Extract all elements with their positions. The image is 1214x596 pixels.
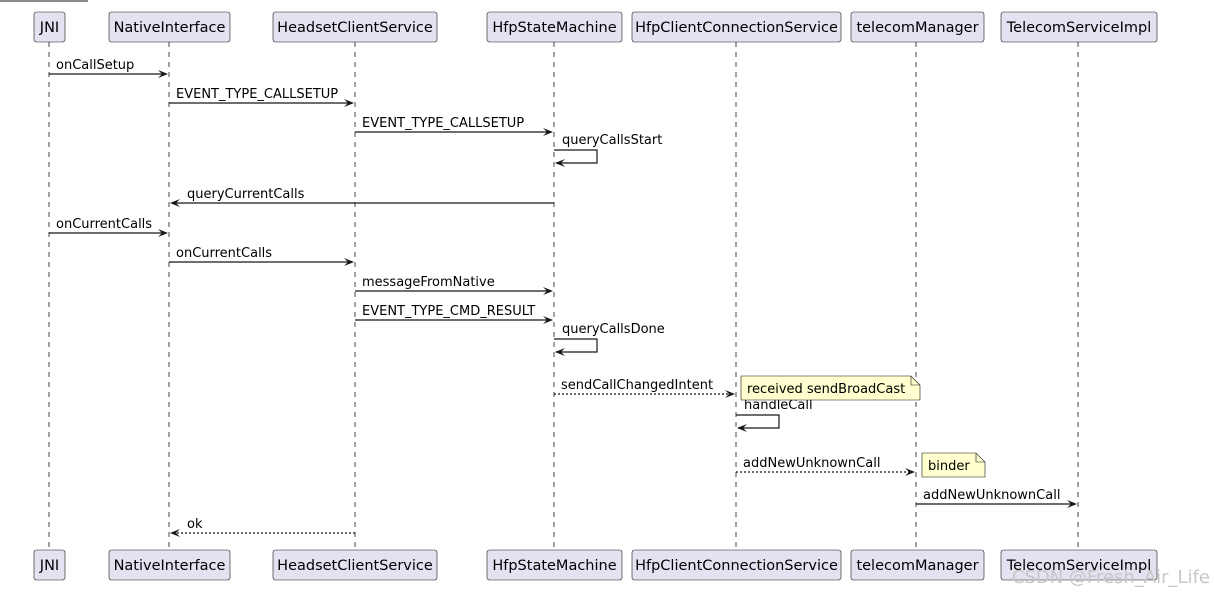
arrowhead-10 [725, 390, 735, 398]
participant-box-headset-bottom [272, 549, 438, 581]
message-7: messageFromNative [355, 275, 553, 295]
note-fold-0 [910, 376, 920, 386]
participant-box-jni-top [33, 11, 66, 43]
message-label-1: EVENT_TYPE_CALLSETUP [176, 87, 338, 102]
arrowhead-7 [543, 287, 553, 295]
arrowhead-3 [555, 159, 565, 167]
participant-label-conn-top: HfpClientConnectionService [635, 20, 838, 36]
message-label-9: queryCallsDone [562, 322, 665, 337]
message-6: onCurrentCalls [169, 246, 354, 266]
note-box-0 [740, 375, 921, 401]
participant-box-telecom-top [850, 11, 985, 43]
participant-box-impl-bottom [1000, 549, 1158, 581]
message-label-5: onCurrentCalls [56, 217, 152, 232]
message-label-10: sendCallChangedIntent [561, 378, 713, 393]
arrowhead-0 [158, 70, 168, 78]
message-2: EVENT_TYPE_CALLSETUP [355, 116, 553, 136]
message-11: handleCall [736, 398, 813, 432]
participant-label-native-bottom: NativeInterface [114, 558, 226, 574]
participant-box-jni-bottom [33, 549, 66, 581]
arrowhead-6 [344, 258, 354, 266]
arrowhead-12 [905, 468, 915, 476]
participant-label-hfp-top: HfpStateMachine [492, 20, 616, 36]
participant-box-headset-top [272, 11, 438, 43]
message-label-11: handleCall [744, 398, 813, 413]
arrowhead-9 [555, 348, 565, 356]
message-label-8: EVENT_TYPE_CMD_RESULT [362, 304, 535, 319]
participant-box-impl-top [1000, 11, 1158, 43]
note-1: binder [921, 452, 986, 478]
message-label-7: messageFromNative [362, 275, 495, 290]
participant-label-hfp-bottom: HfpStateMachine [492, 558, 616, 574]
arrowhead-13 [1067, 500, 1077, 508]
message-label-3: queryCallsStart [562, 133, 662, 148]
message-1: EVENT_TYPE_CALLSETUP [169, 87, 354, 107]
notes: received sendBroadCast binder [740, 375, 986, 478]
arrowhead-5 [158, 229, 168, 237]
message-8: EVENT_TYPE_CMD_RESULT [355, 304, 553, 324]
message-3: queryCallsStart [554, 133, 662, 167]
message-12: addNewUnknownCall [736, 456, 915, 476]
participant-label-telecom-bottom: telecomManager [856, 558, 978, 574]
message-line-9 [554, 338, 598, 353]
message-4: queryCurrentCalls [170, 187, 554, 207]
participant-box-telecom-bottom [850, 549, 985, 581]
participant-box-native-top [108, 11, 231, 43]
message-label-6: onCurrentCalls [176, 246, 272, 261]
watermark: CSDN @Fresh_Air_Life [1012, 567, 1210, 588]
message-5: onCurrentCalls [49, 217, 168, 237]
participants: JNIJNINativeInterfaceNativeInterfaceHead… [33, 11, 1158, 581]
note-0: received sendBroadCast [740, 375, 921, 401]
message-label-4: queryCurrentCalls [187, 187, 305, 202]
message-14: ok [170, 517, 355, 537]
arrowhead-4 [170, 199, 180, 207]
message-line-11 [736, 414, 780, 429]
participant-box-hfp-top [486, 11, 623, 43]
participant-label-headset-bottom: HeadsetClientService [277, 558, 433, 574]
participant-label-headset-top: HeadsetClientService [277, 20, 433, 36]
participant-label-impl-bottom: TelecomServiceImpl [1006, 558, 1151, 574]
participant-label-impl-top: TelecomServiceImpl [1006, 20, 1151, 36]
message-9: queryCallsDone [554, 322, 665, 356]
participant-label-conn-bottom: HfpClientConnectionService [635, 558, 838, 574]
lifelines [48, 42, 1079, 550]
note-box-1 [921, 452, 986, 478]
message-label-0: onCallSetup [56, 58, 134, 73]
participant-box-conn-top [631, 11, 842, 43]
arrowhead-8 [543, 316, 553, 324]
participant-label-native-top: NativeInterface [114, 20, 226, 36]
participant-label-telecom-top: telecomManager [856, 20, 978, 36]
message-13: addNewUnknownCall [916, 488, 1077, 508]
note-label-1: binder [928, 459, 970, 474]
message-label-13: addNewUnknownCall [923, 488, 1060, 503]
arrowhead-11 [737, 424, 747, 432]
message-label-12: addNewUnknownCall [743, 456, 880, 471]
message-10: sendCallChangedIntent [554, 378, 735, 398]
note-label-0: received sendBroadCast [747, 382, 905, 397]
participant-box-hfp-bottom [486, 549, 623, 581]
arrowhead-1 [344, 99, 354, 107]
message-label-2: EVENT_TYPE_CALLSETUP [362, 116, 524, 131]
message-label-14: ok [187, 517, 203, 532]
participant-box-conn-bottom [631, 549, 842, 581]
participant-label-jni-top: JNI [39, 20, 59, 36]
note-fold-1 [975, 453, 985, 463]
participant-box-native-bottom [108, 549, 231, 581]
message-line-3 [554, 149, 598, 164]
participant-label-jni-bottom: JNI [39, 558, 59, 574]
message-0: onCallSetup [49, 58, 168, 78]
arrowhead-14 [170, 529, 180, 537]
arrowhead-2 [543, 128, 553, 136]
